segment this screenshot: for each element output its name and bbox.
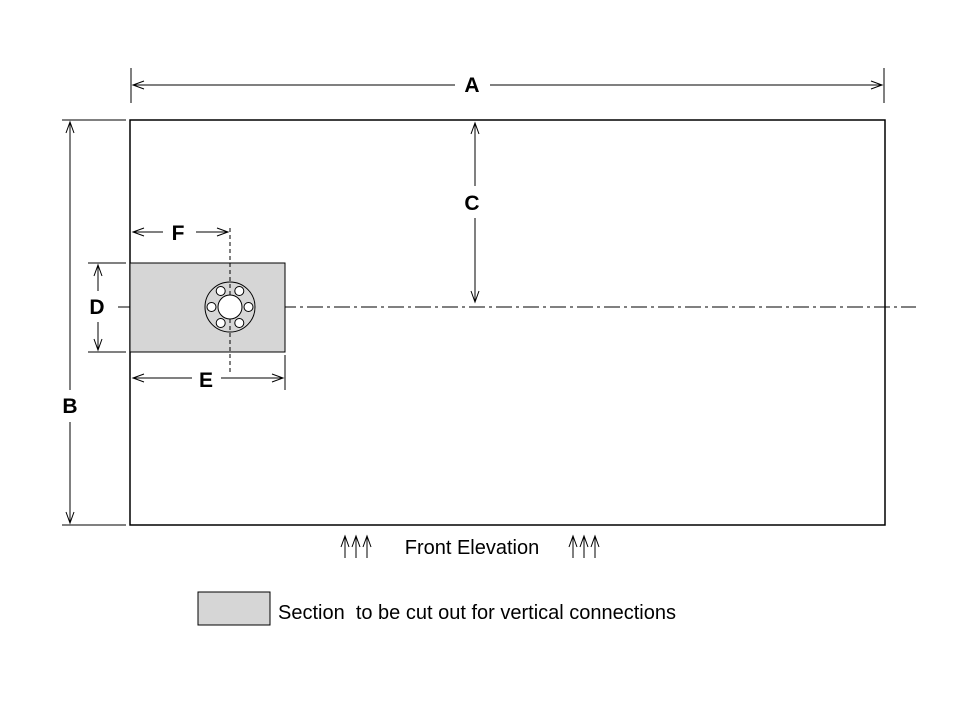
flange-inner-circle — [217, 294, 243, 320]
dimension-b: B — [62, 119, 126, 526]
legend: Section to be cut out for vertical conne… — [197, 591, 676, 626]
legend-text: Section to be cut out for vertical conne… — [278, 602, 676, 624]
dim-f-label: F — [172, 222, 185, 245]
front-elevation-caption: Front Elevation — [405, 537, 540, 559]
dim-a-label: A — [464, 74, 479, 97]
dimension-c: C — [464, 121, 480, 304]
bolt-hole — [234, 318, 245, 328]
dimension-d: D — [88, 262, 126, 353]
flange — [204, 281, 256, 333]
legend-swatch — [197, 591, 271, 626]
dim-b-label: B — [62, 395, 77, 418]
up-arrows-left — [340, 534, 372, 558]
dimension-e: E — [129, 355, 286, 392]
bolt-hole — [243, 302, 254, 312]
dimension-a: A — [130, 68, 885, 103]
dimension-f: F — [131, 222, 230, 245]
dim-d-label: D — [89, 296, 104, 319]
up-arrows-right — [568, 534, 600, 558]
bolt-hole — [215, 318, 226, 328]
caption-group: Front Elevation — [340, 534, 600, 559]
dim-e-label: E — [199, 369, 213, 392]
bolt-hole — [234, 286, 245, 296]
dim-c-label: C — [464, 192, 479, 215]
bolt-hole — [206, 302, 217, 312]
bolt-hole — [215, 286, 226, 296]
flange-outer-circle — [204, 281, 256, 333]
